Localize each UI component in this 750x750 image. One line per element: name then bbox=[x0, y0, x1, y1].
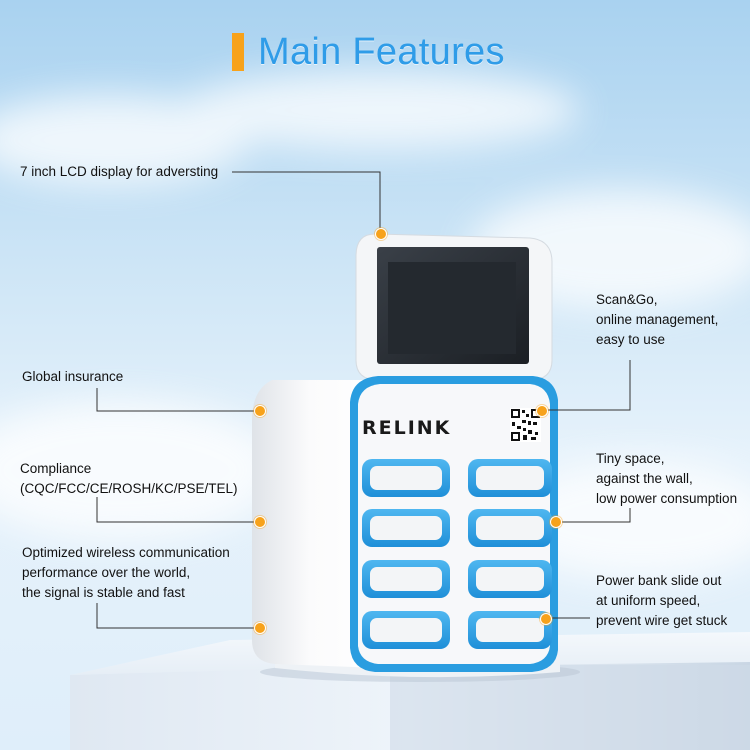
qr-code-icon bbox=[510, 408, 541, 442]
callout-dot-icon bbox=[550, 516, 562, 528]
callout-dot-icon bbox=[254, 405, 266, 417]
feature-lcd: 7 inch LCD display for adversting bbox=[20, 164, 219, 179]
power-bank-slots bbox=[362, 459, 552, 649]
callout-dot-icon bbox=[254, 622, 266, 634]
feature-scan: Scan&Go, online management, easy to use bbox=[596, 292, 719, 347]
callout-dot-icon bbox=[375, 228, 387, 240]
feature-compliance: Compliance (CQC/FCC/CE/ROSH/KC/PSE/TEL) bbox=[20, 461, 238, 496]
callout-dot-icon bbox=[536, 405, 548, 417]
page-title: Main Features bbox=[258, 30, 505, 73]
callout-dot-icon bbox=[254, 516, 266, 528]
feature-wireless: Optimized wireless communication perform… bbox=[22, 545, 230, 600]
feature-space: Tiny space, against the wall, low power … bbox=[596, 451, 738, 506]
feature-insurance: Global insurance bbox=[22, 369, 124, 384]
title-block: Main Features bbox=[232, 28, 505, 76]
callout-dot-icon bbox=[540, 613, 552, 625]
feature-slide: Power bank slide out at uniform speed, p… bbox=[596, 573, 728, 628]
brand-logo: RELINK bbox=[362, 417, 452, 439]
callout-lines bbox=[96, 171, 631, 629]
title-accent-bar bbox=[232, 33, 244, 71]
